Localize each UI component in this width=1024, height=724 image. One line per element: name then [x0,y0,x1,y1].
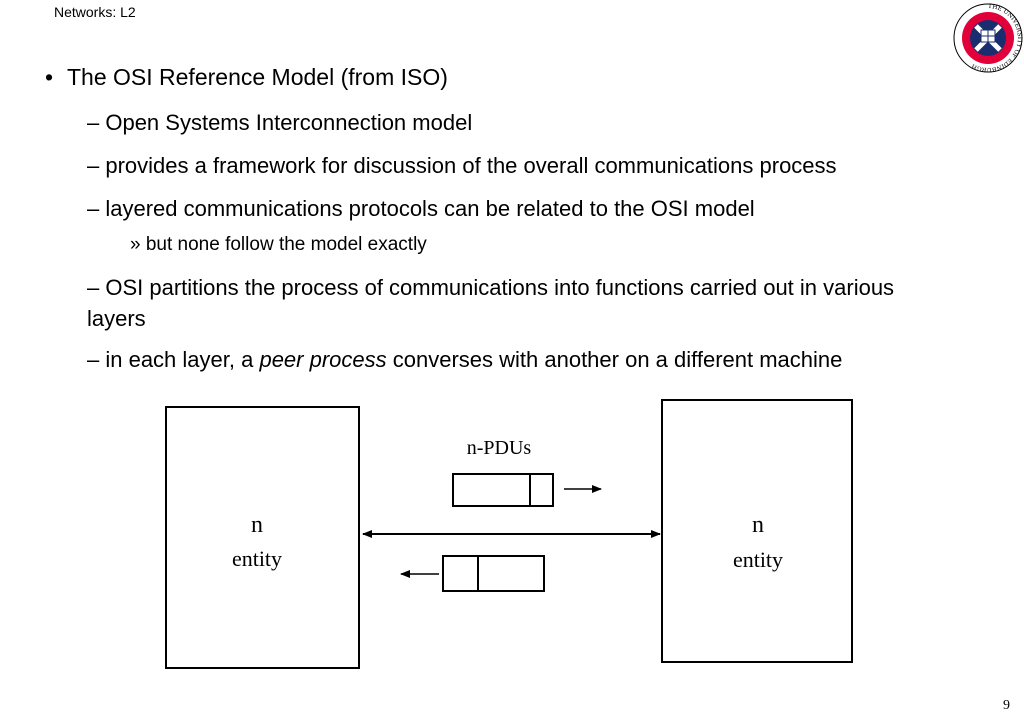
pdu-label: n-PDUs [467,437,532,459]
peer-italic: peer process [259,347,387,372]
sub-bullet-osi: – Open Systems Interconnection model [87,110,473,135]
peer-suffix: converses with another on a different ma… [386,347,843,372]
right-entity-box [661,399,853,663]
sub-bullet-partitions: – OSI partitions the process of communic… [87,275,895,331]
right-entity-n: n [752,512,764,538]
left-entity-label: entity [232,546,282,571]
peer-prefix: – in each layer, a [87,347,260,372]
sub-bullet-peer-process: – in each layer, a peer process converse… [87,347,842,373]
pdu-bottom-box [442,555,545,592]
right-entity-label: entity [733,547,783,572]
left-entity-n: n [251,512,263,538]
pdu-top-box [452,473,554,507]
main-bullet-text: The OSI Reference Model (from ISO) [67,64,448,90]
left-entity-box [165,406,360,669]
subsub-bullet-none-follow: » but none follow the model exactly [130,234,427,255]
slide-number: 9 [1003,698,1010,713]
main-bullet: • The OSI Reference Model (from ISO) [45,64,448,91]
sub-bullet-framework: – provides a framework for discussion of… [87,153,837,178]
slide-header: Networks: L2 [54,4,136,20]
university-crest-logo: THE UNIVERSITY OF EDINBURGH [953,3,1023,73]
sub-bullet-layered: – layered communications protocols can b… [87,196,755,221]
bullet-dot: • [45,64,54,90]
